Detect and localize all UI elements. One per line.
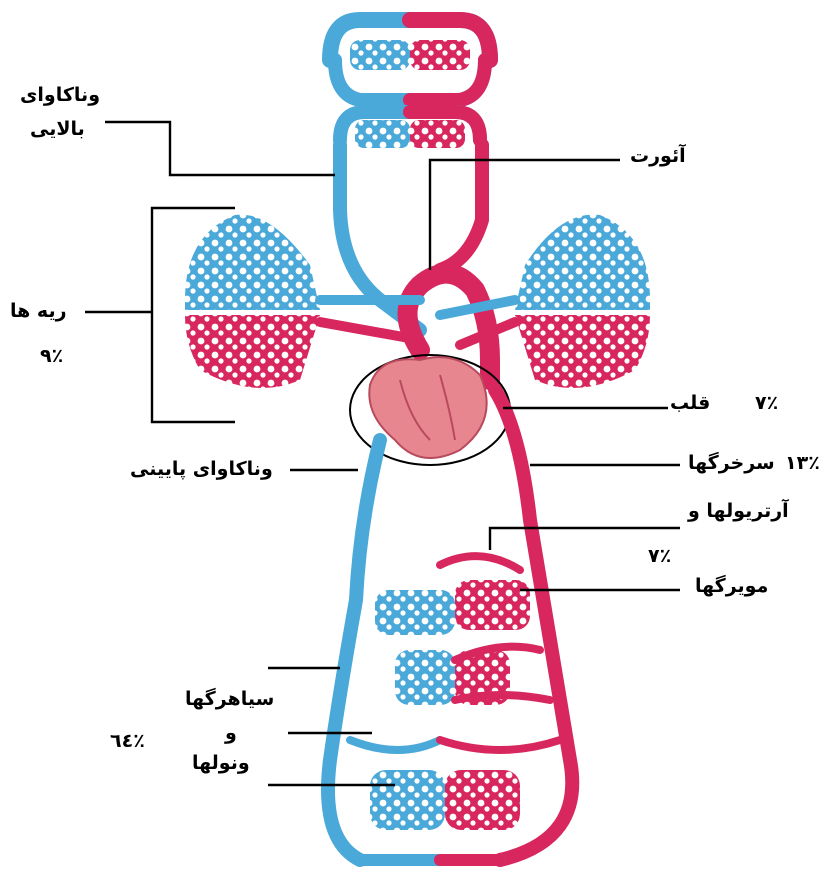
veins-label-line1: سیاهرگها: [185, 688, 274, 711]
arterioles-label-line2: مویرگها: [695, 575, 768, 598]
lungs-label: ریه ها: [10, 300, 67, 323]
arterioles-percent: ۷٪: [648, 545, 671, 568]
head-capillary-loop: [330, 20, 490, 100]
upper-body-capillary-loop: [340, 112, 480, 148]
veins-label-line2: و: [225, 722, 237, 745]
lower-capillary-bed: [350, 740, 560, 860]
arteries-label: سرخرگها: [688, 452, 775, 475]
lungs-percent: ۹٪: [40, 345, 63, 368]
svc-label-line2: بالایی: [30, 118, 85, 141]
arterioles-label-line1: آرتریولها و: [688, 500, 789, 523]
veins-label-line3: ونولها: [192, 752, 250, 775]
mid-capillary-bed: [395, 647, 550, 705]
ivc-label: وناکاوای پایینی: [130, 458, 273, 481]
left-lung: [185, 215, 420, 388]
veins-percent: ٦٤٪: [110, 730, 145, 753]
aorta-label: آئورت: [630, 145, 686, 168]
svc-label-line1: وناکاوای: [20, 84, 100, 107]
heart-percent: ۷٪: [755, 392, 778, 415]
heart-label: قلب: [670, 392, 710, 415]
visceral-capillary-bed: [375, 556, 530, 635]
svc-leader: [105, 122, 335, 175]
upper-artery: [440, 145, 482, 270]
arteries-percent: ۱۳٪: [785, 452, 820, 475]
